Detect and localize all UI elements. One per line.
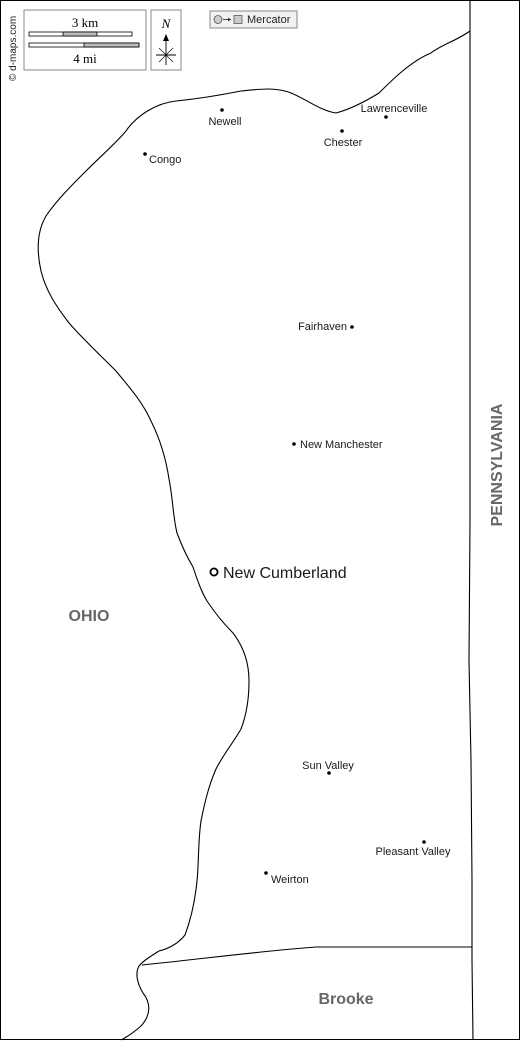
town-dot-icon	[384, 115, 388, 119]
town-label: Newell	[208, 116, 241, 128]
north-arrow: N	[150, 9, 182, 71]
scale-bar: 3 km 4 mi	[23, 9, 147, 71]
town-dot-icon	[220, 108, 224, 112]
town-label: Chester	[324, 137, 363, 149]
region-ohio: OHIO	[69, 608, 110, 625]
scale-mi-label: 4 mi	[73, 51, 97, 66]
town-dot-icon	[422, 840, 426, 844]
town-chester[interactable]: Chester	[324, 129, 363, 149]
north-label: N	[161, 16, 172, 31]
compass-icon	[156, 34, 176, 65]
capital-new-cumberland[interactable]: New Cumberland	[209, 565, 347, 582]
town-fairhaven[interactable]: Fairhaven	[298, 321, 354, 333]
projection-label: Mercator	[247, 14, 291, 26]
town-label: Fairhaven	[298, 321, 347, 333]
town-pleasant-valley[interactable]: Pleasant Valley	[375, 840, 451, 858]
town-label: Lawrenceville	[361, 103, 428, 115]
town-label: Sun Valley	[302, 760, 354, 772]
credit-label: © d-maps.com	[8, 16, 19, 81]
town-dot-icon	[327, 771, 331, 775]
town-sun-valley[interactable]: Sun Valley	[302, 760, 354, 775]
region-brooke: Brooke	[318, 991, 373, 1008]
capital-marker-icon	[209, 567, 219, 577]
town-dot-icon	[143, 152, 147, 156]
town-new-manchester[interactable]: New Manchester	[292, 439, 383, 451]
projection-badge: Mercator	[209, 10, 298, 29]
town-lawrenceville[interactable]: Lawrenceville	[361, 103, 428, 119]
town-label: Weirton	[271, 874, 309, 886]
ohio-river-boundary	[37, 30, 471, 1041]
globe-to-flat-icon	[213, 15, 243, 24]
town-dot-icon	[350, 325, 354, 329]
town-weirton[interactable]: Weirton	[264, 871, 309, 886]
town-label: New Manchester	[300, 439, 383, 451]
scale-km-label: 3 km	[72, 15, 98, 30]
town-label: Congo	[149, 154, 181, 166]
capital-label: New Cumberland	[223, 565, 347, 582]
town-congo[interactable]: Congo	[143, 152, 181, 166]
region-pennsylvania: PENNSYLVANIA	[489, 403, 506, 526]
town-label: Pleasant Valley	[375, 846, 451, 858]
town-dot-icon	[292, 442, 296, 446]
town-newell[interactable]: Newell	[208, 108, 242, 128]
town-dot-icon	[264, 871, 268, 875]
pennsylvania-border	[468, 1, 474, 1041]
brooke-county-line	[141, 946, 472, 966]
town-dot-icon	[340, 129, 344, 133]
